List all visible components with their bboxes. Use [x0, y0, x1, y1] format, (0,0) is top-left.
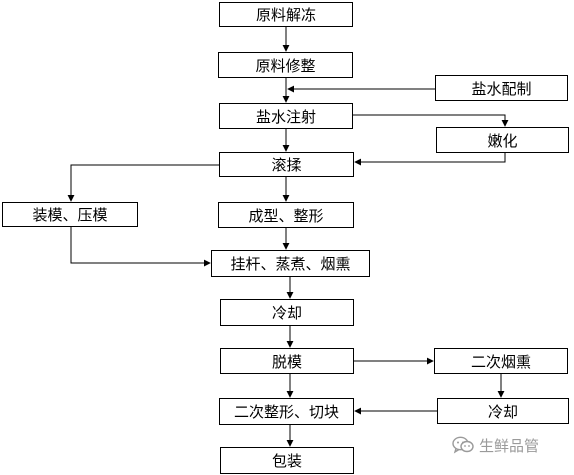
arrow-tumble-to-mold_press: [67, 164, 219, 202]
edge-layer: [67, 27, 509, 447]
node-secondary-smoking: 二次烟熏: [434, 348, 568, 374]
node-raw-material-thawing: 原料解冻: [219, 2, 353, 27]
node-tenderizing: 嫩化: [436, 127, 569, 153]
node-label: 二次整形、切块: [233, 403, 339, 421]
node-label: 成型、整形: [248, 206, 324, 225]
arrow-mold_press-to-hang_cook_smoke: [70, 227, 211, 267]
watermark: 生鲜品管: [452, 432, 570, 458]
node-label: 嫩化: [487, 131, 518, 150]
node-label: 盐水配制: [471, 79, 532, 98]
node-brine-preparation: 盐水配制: [435, 75, 568, 101]
node-label: 挂杆、蒸煮、烟熏: [230, 255, 351, 273]
node-label: 包装: [271, 452, 302, 470]
node-forming-shaping: 成型、整形: [218, 202, 354, 228]
node-label: 冷却: [487, 402, 518, 421]
arrow-tenderize-to-tumble: [354, 153, 506, 166]
node-hanging-cooking-smoking: 挂杆、蒸煮、烟熏: [211, 250, 370, 277]
node-cooling-secondary: 冷却: [437, 398, 569, 424]
node-cooling: 冷却: [220, 299, 354, 326]
wechat-icon: [452, 436, 474, 454]
node-label: 原料修整: [255, 56, 316, 75]
arrow-brine_inject-to-tenderize: [353, 114, 509, 127]
node-label: 冷却: [271, 304, 302, 322]
node-label: 装模、压模: [32, 206, 108, 224]
node-demolding: 脱模: [220, 348, 354, 374]
node-label: 脱模: [271, 352, 302, 371]
node-brine-injection: 盐水注射: [219, 103, 353, 129]
node-label: 滚揉: [271, 156, 302, 174]
node-raw-material-trimming: 原料修整: [218, 52, 353, 78]
node-label: 原料解冻: [255, 6, 316, 24]
node-secondary-shaping-cutting: 二次整形、切块: [219, 398, 354, 425]
node-molding-pressing: 装模、压模: [2, 202, 138, 227]
watermark-text: 生鲜品管: [479, 436, 540, 455]
node-tumbling: 滚揉: [219, 152, 354, 177]
node-label: 盐水注射: [255, 107, 316, 126]
node-label: 二次烟熏: [470, 352, 531, 371]
node-packaging: 包装: [220, 447, 354, 474]
